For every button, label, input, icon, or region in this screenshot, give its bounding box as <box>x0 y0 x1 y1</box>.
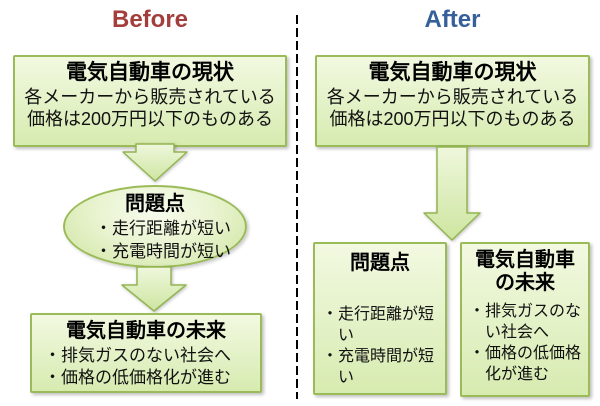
bullet-list: ・排気ガスのな い社会へ ・価格の低価格 化が進む <box>462 301 588 385</box>
after-problems-box: 問題点 ・走行距離が短 い ・充電時間が短 い <box>313 242 447 395</box>
box-text-line: 各メーカーから販売されている <box>326 87 579 107</box>
box-title: 電気自動車の現状 <box>66 61 234 84</box>
bullet-list: ・走行距離が短 い ・充電時間が短 い <box>315 304 445 388</box>
box-text-line: 価格は200万円以下のものある <box>26 109 274 129</box>
bullet-item: ・充電時間が短い <box>95 242 231 261</box>
down-arrow-icon <box>122 143 188 182</box>
bullet-item: ・走行距離が短 い <box>322 306 435 344</box>
bullet-item: ・充電時間が短 い <box>322 348 435 386</box>
ellipse-title: 問題点 <box>125 193 185 215</box>
box-title: 電気自動車の未来 <box>66 320 226 342</box>
box-text-line: 価格は200万円以下のものある <box>329 109 576 129</box>
bullet-item: ・排気ガスのない社会へ <box>44 346 231 365</box>
bullet-list: ・排気ガスのない社会へ ・価格の低価格化が進む <box>32 345 260 389</box>
after-current-state-box: 電気自動車の現状 各メーカーから販売されている 価格は200万円以下のものある <box>315 55 590 147</box>
box-text-line: 各メーカーから販売されている <box>24 87 276 107</box>
bullet-item: ・価格の低価格化が進む <box>44 368 231 387</box>
after-column-title: After <box>424 6 481 33</box>
before-current-state-box: 電気自動車の現状 各メーカーから販売されている 価格は200万円以下のものある <box>13 55 287 147</box>
before-column-title: Before <box>111 6 189 33</box>
box-title: 電気自動車 の未来 <box>475 249 575 294</box>
bullet-list: ・走行距離が短い ・充電時間が短い <box>65 217 245 263</box>
after-future-box: 電気自動車 の未来 ・排気ガスのな い社会へ ・価格の低価格 化が進む <box>460 242 590 397</box>
before-problems-ellipse: 問題点 ・走行距離が短い ・充電時間が短い <box>63 185 247 268</box>
bullet-item: ・価格の低価格 化が進む <box>469 345 582 383</box>
bullet-item: ・走行距離が短い <box>95 219 231 238</box>
down-arrow-icon <box>423 146 481 241</box>
column-divider <box>296 15 298 399</box>
down-arrow-icon <box>121 266 187 312</box>
bullet-item: ・排気ガスのな い社会へ <box>469 303 582 341</box>
box-title: 問題点 <box>350 252 410 274</box>
box-title: 電気自動車の現状 <box>368 61 537 84</box>
before-future-box: 電気自動車の未来 ・排気ガスのない社会へ ・価格の低価格化が進む <box>30 313 262 393</box>
